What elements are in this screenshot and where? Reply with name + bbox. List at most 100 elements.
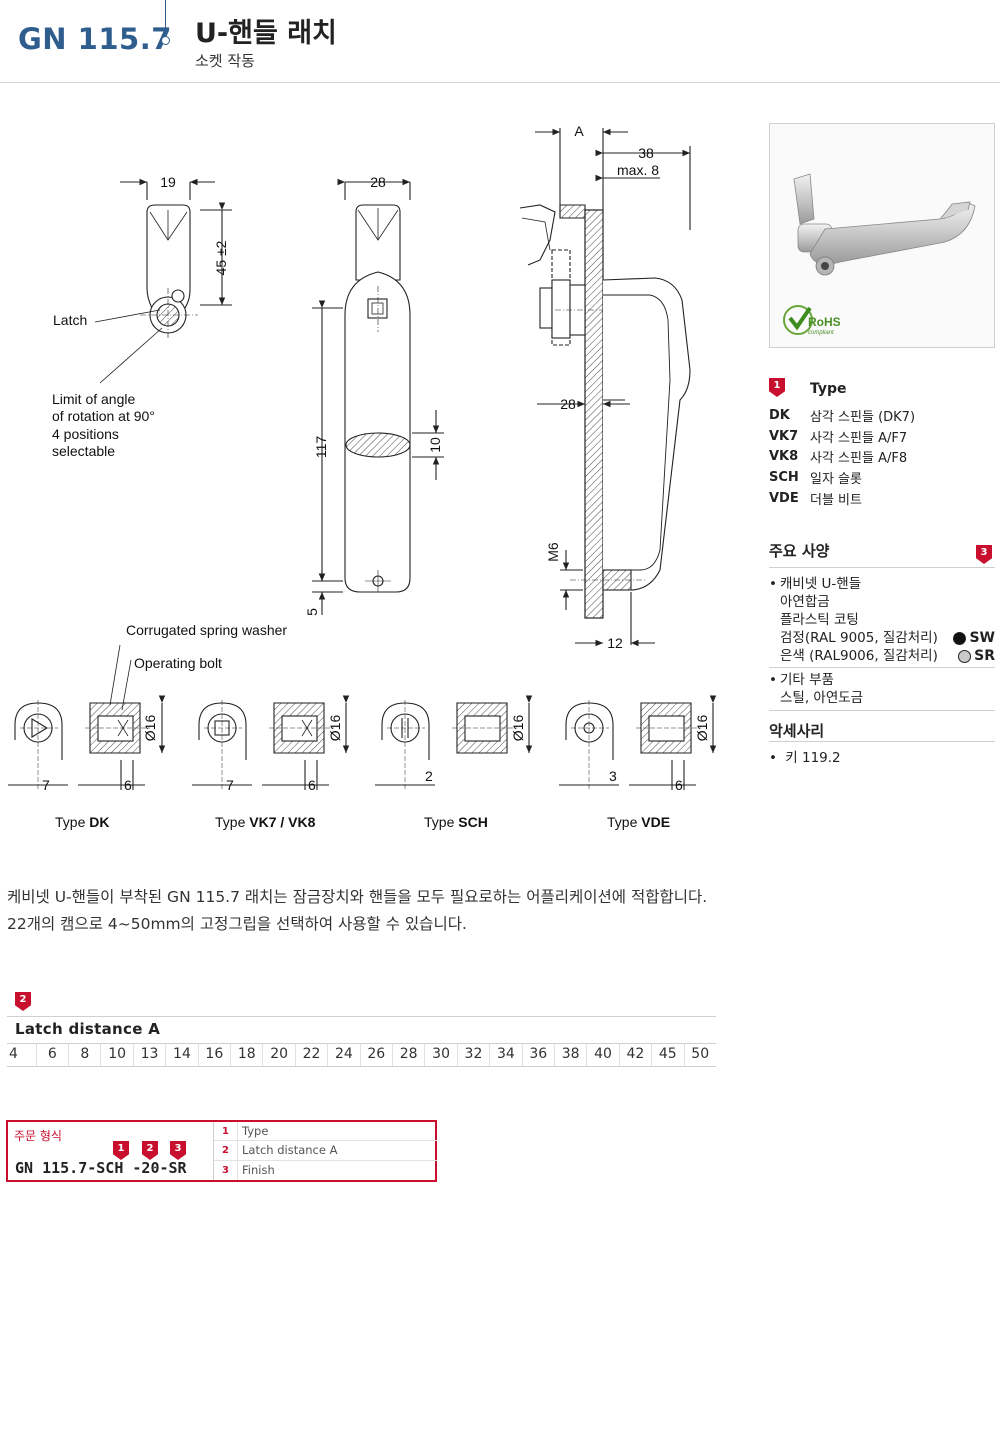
drawing-svg: 19 45 ±2 28 117 10 5 A 38 max. 8 28 M6 1…	[8, 123, 717, 830]
rohs-text: RoHS	[808, 315, 841, 329]
dim-d16-vde: Ø16	[694, 715, 710, 742]
label-limit-1: Limit of angle	[52, 391, 135, 407]
dim-45: 45 ±2	[213, 240, 229, 275]
dim-d16-vk: Ø16	[327, 715, 343, 742]
latch-distance-title: Latch distance A	[15, 1020, 161, 1038]
accessory-title: 악세사리	[769, 722, 825, 740]
dim-2-sch: 2	[425, 768, 433, 784]
dim-3-vde: 3	[609, 768, 617, 784]
finish-swatch-black	[953, 631, 967, 645]
spec-item-main: • 캐비넷 U-핸들 아연합금 플라스틱 코팅 검정(RAL 9005, 질감처…	[769, 576, 995, 664]
dim-max8: max. 8	[617, 162, 659, 178]
dim-6-dk: 6	[124, 777, 132, 793]
order-label: 주문 형식	[14, 1129, 62, 1143]
bullet: •	[769, 750, 777, 766]
latch-value: 30	[425, 1043, 458, 1066]
dim-19: 19	[160, 174, 176, 190]
latch-value: 36	[523, 1043, 555, 1066]
latch-value: 28	[393, 1043, 426, 1066]
latch-value: 50	[691, 1046, 710, 1062]
latch-value: 42	[620, 1043, 653, 1066]
description: 케비넷 U-핸들이 부착된 GN 115.7 래치는 잠금장치와 핸들을 모두 …	[7, 884, 707, 938]
dim-a: A	[574, 123, 584, 139]
dim-d16-sch: Ø16	[510, 715, 526, 742]
latch-value: 38	[555, 1043, 588, 1066]
latch-rule-mid	[7, 1043, 716, 1044]
latch-value: 26	[361, 1043, 393, 1066]
page-subtitle: 소켓 작동	[195, 52, 255, 70]
detail-sch	[375, 695, 533, 790]
bullet: •	[769, 672, 777, 688]
spec-list: • 캐비넷 U-핸들 아연합금 플라스틱 코팅 검정(RAL 9005, 질감처…	[769, 575, 995, 711]
latch-value: 4	[7, 1043, 37, 1066]
latch-value: 8	[69, 1043, 102, 1066]
header-rule	[0, 82, 1000, 83]
detail-vde	[559, 695, 717, 790]
order-badge-3: 3	[170, 1141, 186, 1160]
dim-6-vde: 6	[675, 777, 683, 793]
label-washer: Corrugated spring washer	[126, 622, 287, 638]
latch-value: 45	[652, 1043, 685, 1066]
latch-value: 18	[231, 1043, 264, 1066]
type-section-title: Type	[810, 381, 847, 397]
spec-divider	[769, 710, 995, 711]
spec-item-other: • 기타 부품 스틸, 아연도금	[769, 672, 864, 706]
latch-rule-bottom	[7, 1066, 716, 1067]
dim-28-handle: 28	[370, 174, 386, 190]
latch-value: 22	[296, 1043, 329, 1066]
product-photo: RoHS compliant	[769, 123, 995, 348]
accessory-item: 키 119.2	[785, 750, 841, 766]
product-photo-svg: RoHS compliant	[783, 173, 976, 336]
badge-2: 2	[15, 992, 31, 1011]
bullet: •	[769, 576, 777, 592]
dim-m6: M6	[545, 542, 561, 562]
label-limit-3: 4 positions	[52, 426, 119, 442]
dim-117: 117	[313, 436, 329, 459]
type-section-header: 1 Type	[769, 378, 995, 402]
header-divider	[165, 0, 166, 38]
order-code: GN 115.7-SCH -20-SR	[15, 1159, 187, 1177]
latch-value: 24	[328, 1043, 361, 1066]
dim-38: 38	[638, 145, 654, 161]
latch-value: 34	[490, 1043, 523, 1066]
latch-value: 32	[458, 1043, 491, 1066]
dim-28-side: 28	[560, 396, 576, 412]
dim-7-dk: 7	[42, 777, 50, 793]
order-badge-1: 1	[113, 1141, 129, 1160]
rohs-subtext: compliant	[808, 330, 834, 336]
latch-value: 14	[166, 1043, 199, 1066]
spec-section-header: 주요 사양 3	[769, 540, 995, 568]
latch-value: 6	[37, 1043, 70, 1066]
dim-12: 12	[607, 635, 623, 651]
dim-7-vk: 7	[226, 777, 234, 793]
type-caption-vde: Type VDE	[607, 814, 670, 830]
finish-row-sr: 은색 (RAL9006, 질감처리) SR	[780, 648, 995, 664]
latch-value: 10	[101, 1043, 134, 1066]
spec-divider	[769, 667, 995, 668]
label-limit-2: of rotation at 90°	[52, 408, 155, 424]
type-caption-dk: Type DK	[55, 814, 109, 830]
finish-swatch-silver	[958, 649, 972, 663]
label-latch: Latch	[53, 312, 87, 328]
description-line-1: 케비넷 U-핸들이 부착된 GN 115.7 래치는 잠금장치와 핸들을 모두 …	[7, 888, 708, 906]
latch-value: 13	[134, 1043, 167, 1066]
type-caption-vk: Type VK7 / VK8	[215, 814, 316, 830]
finish-row-sw: 검정(RAL 9005, 질감처리) SW	[780, 630, 995, 646]
detail-dk	[8, 695, 166, 790]
header-divider-dot	[161, 36, 170, 45]
badge-3: 3	[976, 545, 992, 564]
label-limit-4: selectable	[52, 443, 115, 459]
dim-5: 5	[304, 608, 320, 616]
order-badge-2: 2	[142, 1141, 158, 1160]
latch-value: 40	[587, 1043, 620, 1066]
